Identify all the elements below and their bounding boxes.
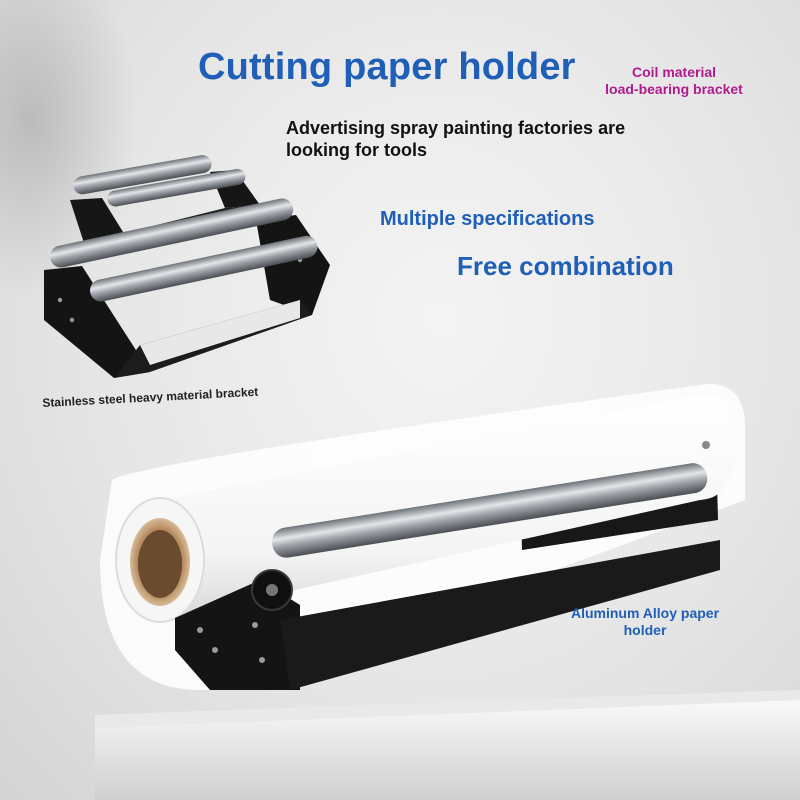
holder-base-rail xyxy=(280,540,720,690)
rear-roller-1 xyxy=(73,155,212,195)
aluminum-holder-caption-line2: holder xyxy=(623,622,667,638)
coil-bracket-label: Coil material load-bearing bracket xyxy=(588,64,760,98)
specifications-label: Multiple specifications xyxy=(380,208,595,230)
front-roller-1 xyxy=(50,198,294,268)
combination-label: Free combination xyxy=(457,251,674,281)
rear-roller-2 xyxy=(107,168,246,207)
coil-bracket-label-line2: load-bearing bracket xyxy=(605,81,743,97)
aluminum-roller xyxy=(272,463,708,558)
page-title: Cutting paper holder xyxy=(198,46,576,88)
subtitle: Advertising spray painting factories are… xyxy=(286,118,626,160)
coil-bracket-label-line1: Coil material xyxy=(631,64,717,80)
aluminum-holder-caption: Aluminum Alloy paper holder xyxy=(555,605,735,639)
front-roller-2 xyxy=(90,235,318,302)
aluminum-paper-holder xyxy=(100,384,745,690)
stainless-steel-bracket xyxy=(44,155,330,378)
front-bracket xyxy=(44,198,330,378)
aluminum-holder-caption-line1: Aluminum Alloy paper xyxy=(570,605,720,621)
